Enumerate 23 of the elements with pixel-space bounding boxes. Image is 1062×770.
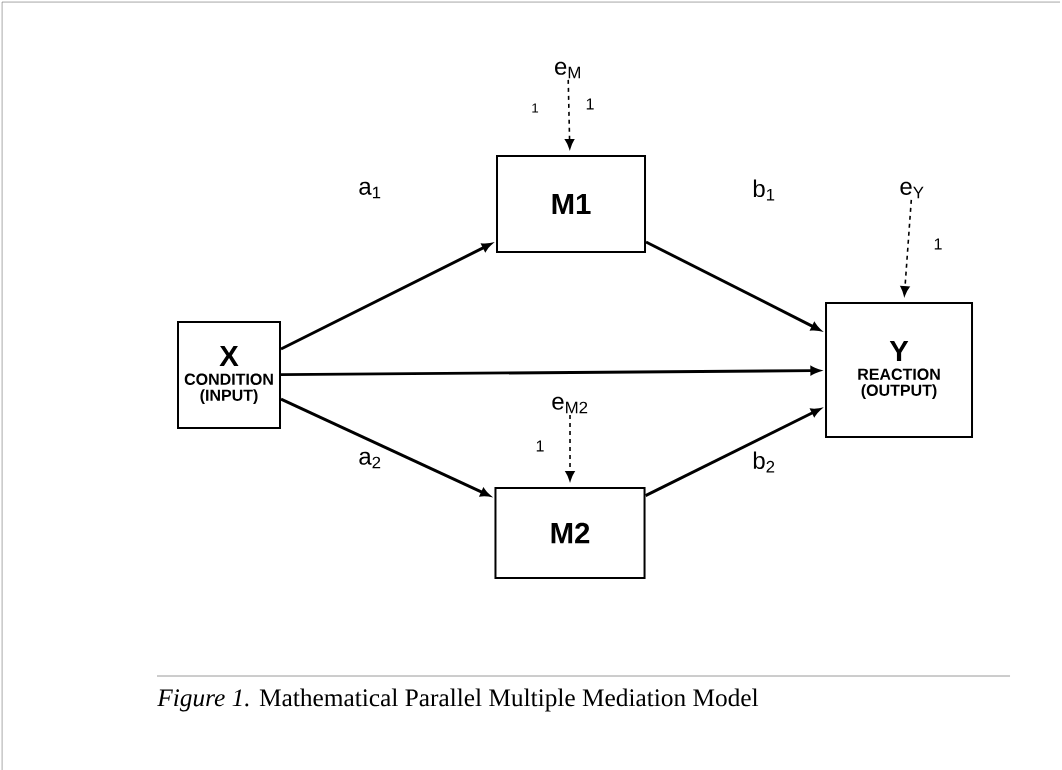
arrow: [565, 414, 575, 481]
error-term: e$_{M2}$: [552, 396, 588, 414]
path-label: b$_{2}$: [751, 450, 778, 474]
arrow: [644, 408, 821, 497]
path-label: a$_{2}$: [357, 450, 383, 470]
caption: Figure 1. Mathematical Parallel Multiple Mediation Model: [157, 688, 759, 712]
arrow: [645, 240, 821, 331]
arrow: [564, 79, 575, 149]
error-term: e$_{M}$: [555, 61, 580, 79]
path-label: 1: [932, 237, 944, 251]
path-label: a$_{1}$: [357, 180, 383, 200]
arrow: [280, 243, 492, 351]
path-label: 1: [534, 439, 546, 453]
path-label: 1: [532, 103, 539, 113]
variable-box: X CONDITION (INPUT): [177, 321, 281, 429]
path-label: b$_{1}$: [751, 178, 778, 202]
arrow: [900, 199, 913, 296]
path-label: 1: [584, 97, 596, 111]
variable-box: M2: [494, 487, 646, 579]
variable-box: Y REACTION (OUTPUT): [825, 302, 973, 438]
error-term: e$_{Y}$: [900, 181, 924, 199]
variable-box: M1: [496, 155, 646, 253]
arrow: [280, 397, 490, 497]
